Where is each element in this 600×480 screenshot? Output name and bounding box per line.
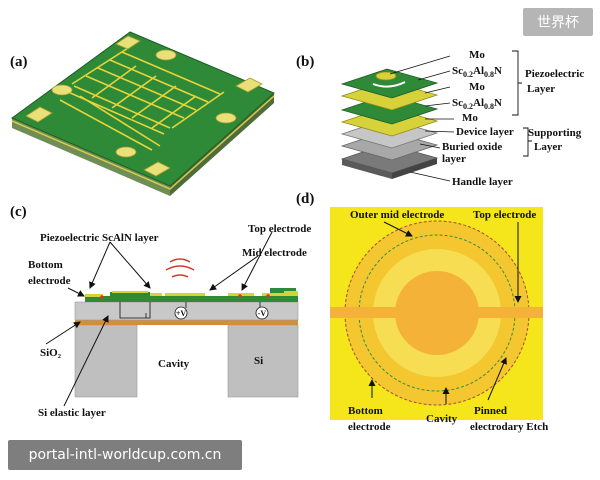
label-bottom-electrode-2: electrode: [28, 275, 71, 287]
watermark-brand-badge: 世界杯: [523, 8, 593, 36]
top-view-electrode: [330, 207, 543, 420]
layer-handle: Handle layer: [452, 176, 513, 188]
plus-v-symbol: +V: [176, 309, 187, 318]
label-top-electrode-d: Top electrode: [473, 209, 536, 221]
label-si-elastic: Si elastic layer: [38, 407, 106, 419]
label-pinned: Pinned: [474, 405, 507, 417]
cross-section: [74, 258, 299, 398]
minus-v-symbol: -V: [258, 309, 267, 318]
layer-scaln-2: Sc0.2Al0.8N: [452, 97, 502, 111]
support-brace: [523, 127, 532, 157]
label-mid-electrode: Mid electrode: [242, 247, 307, 259]
layer-mo-top: Mo: [469, 49, 485, 61]
panel-b-label: (b): [296, 54, 314, 70]
layer-buried-oxide-2: layer: [442, 153, 466, 165]
panel-a: (a): [10, 31, 275, 196]
top-electrode-disk: [395, 271, 479, 355]
panel-a-label: (a): [10, 54, 28, 70]
label-piezo-scaln: Piezoelectric ScAlN layer: [40, 232, 159, 244]
label-sio2: SiO₂: [40, 347, 62, 359]
label-cavity-c: Cavity: [158, 358, 190, 370]
group-support-line1: Supporting: [528, 127, 582, 139]
label-top-electrode: Top electrode: [248, 223, 311, 235]
layer-mo-mid: Mo: [469, 81, 485, 93]
panel-b: (b): [296, 49, 584, 188]
panel-c-label: (c): [10, 204, 27, 220]
chip-3d-model: [10, 31, 275, 196]
layer-device: Device layer: [456, 126, 514, 138]
panel-c: (c): [10, 204, 311, 419]
label-outer-mid-electrode: Outer mid electrode: [350, 209, 444, 221]
panel-d-label: (d): [296, 191, 314, 207]
group-piezo-line2: Layer: [527, 83, 555, 95]
label-cavity-d: Cavity: [426, 413, 458, 425]
label-si: Si: [254, 355, 263, 367]
layer-stack: [340, 68, 439, 179]
panel-d: (d) Outer mid electrode Top electrode Bo…: [296, 191, 548, 433]
group-piezo-line1: Piezoelectric: [525, 68, 584, 80]
layer-mo-bottom: Mo: [462, 112, 478, 124]
label-bottom-electrode-d-2: electrode: [348, 421, 391, 433]
layer-scaln-1: Sc0.2Al0.8N: [452, 65, 502, 79]
layer-stack-leaders: [389, 55, 455, 182]
watermark-url-badge: portal-intl-worldcup.com.cn: [8, 440, 242, 470]
label-electrodary-etch: electrodary Etch: [470, 421, 548, 433]
label-bottom-electrode-1: Bottom: [28, 259, 63, 271]
piezo-brace: [512, 50, 522, 116]
label-bottom-electrode-d-1: Bottom: [348, 405, 383, 417]
layer-buried-oxide: Buried oxide: [442, 141, 502, 153]
group-support-line2: Layer: [534, 141, 562, 153]
